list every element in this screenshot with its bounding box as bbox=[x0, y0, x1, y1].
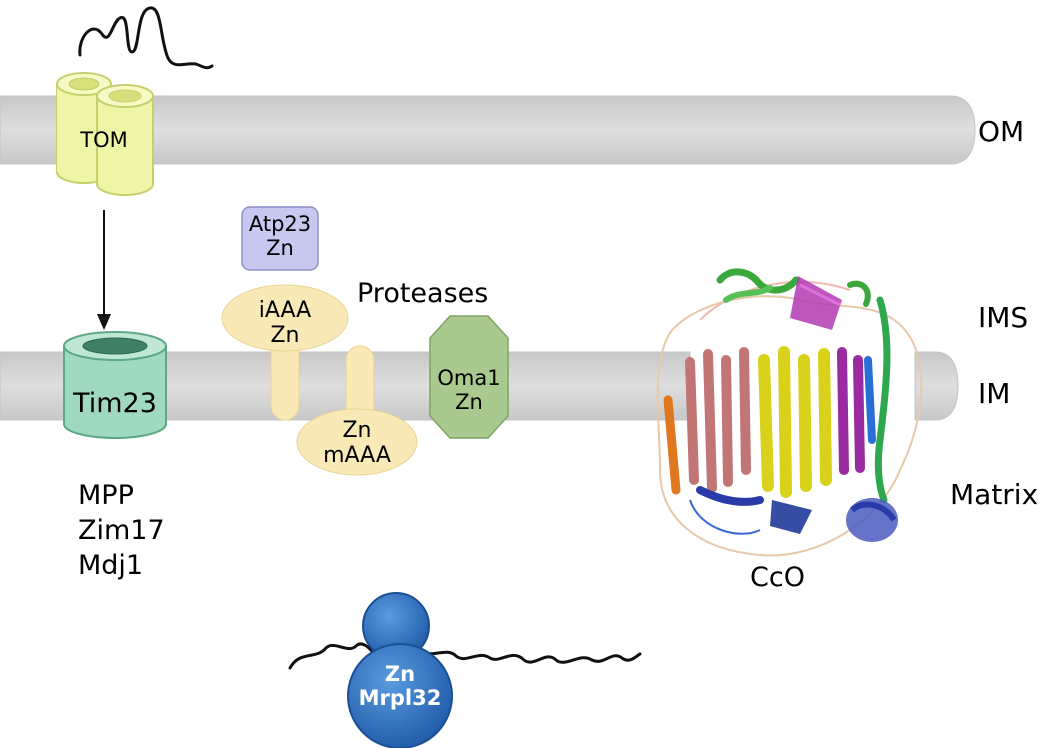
atp23-box bbox=[241, 206, 319, 271]
atp23-zn: Zn bbox=[266, 236, 294, 261]
mrpl32-zn: Zn bbox=[384, 662, 416, 686]
label-maaa: Zn mAAA bbox=[323, 418, 391, 469]
matrix-factors-list: MPP Zim17 Mdj1 bbox=[78, 478, 165, 583]
label-atp23: Atp23 Zn bbox=[249, 212, 311, 260]
oma1-name: Oma1 bbox=[437, 366, 501, 390]
mrpl32-name: Mrpl32 bbox=[358, 686, 442, 711]
inner-membrane-end bbox=[914, 351, 959, 421]
label-im: IM bbox=[978, 377, 1011, 410]
label-iaaa: iAAA Zn bbox=[259, 298, 312, 349]
label-matrix: Matrix bbox=[950, 478, 1039, 511]
maaa-protease bbox=[296, 345, 418, 476]
iaaa-zn: Zn bbox=[270, 323, 300, 349]
cco-structure bbox=[656, 268, 923, 557]
iaaa-protease bbox=[221, 284, 349, 421]
label-mrpl32: Zn Mrpl32 bbox=[359, 662, 442, 710]
factor-zim17: Zim17 bbox=[78, 515, 165, 547]
nascent-peptide bbox=[288, 642, 642, 670]
label-ims: IMS bbox=[978, 301, 1029, 334]
precursor-peptide bbox=[78, 6, 214, 70]
label-oma1: Oma1 Zn bbox=[437, 366, 500, 414]
factor-mdj1: Mdj1 bbox=[78, 550, 144, 582]
atp23-name: Atp23 bbox=[248, 212, 312, 236]
label-om: OM bbox=[978, 115, 1025, 148]
outer-membrane bbox=[0, 95, 976, 165]
tom-complex bbox=[56, 72, 154, 196]
oma1-protease bbox=[429, 315, 509, 439]
tim23-complex bbox=[63, 331, 167, 439]
mrpl32-protein bbox=[347, 592, 453, 748]
maaa-name: mAAA bbox=[323, 443, 391, 469]
label-tom: TOM bbox=[80, 128, 128, 152]
oma1-zn: Zn bbox=[455, 390, 483, 415]
label-cco: CcO bbox=[750, 562, 805, 593]
factor-mpp: MPP bbox=[78, 480, 134, 511]
iaaa-name: iAAA bbox=[258, 298, 312, 323]
label-tim23: Tim23 bbox=[73, 388, 157, 419]
label-proteases: Proteases bbox=[357, 278, 489, 309]
maaa-zn: Zn bbox=[342, 418, 372, 443]
import-arrow bbox=[97, 210, 111, 330]
